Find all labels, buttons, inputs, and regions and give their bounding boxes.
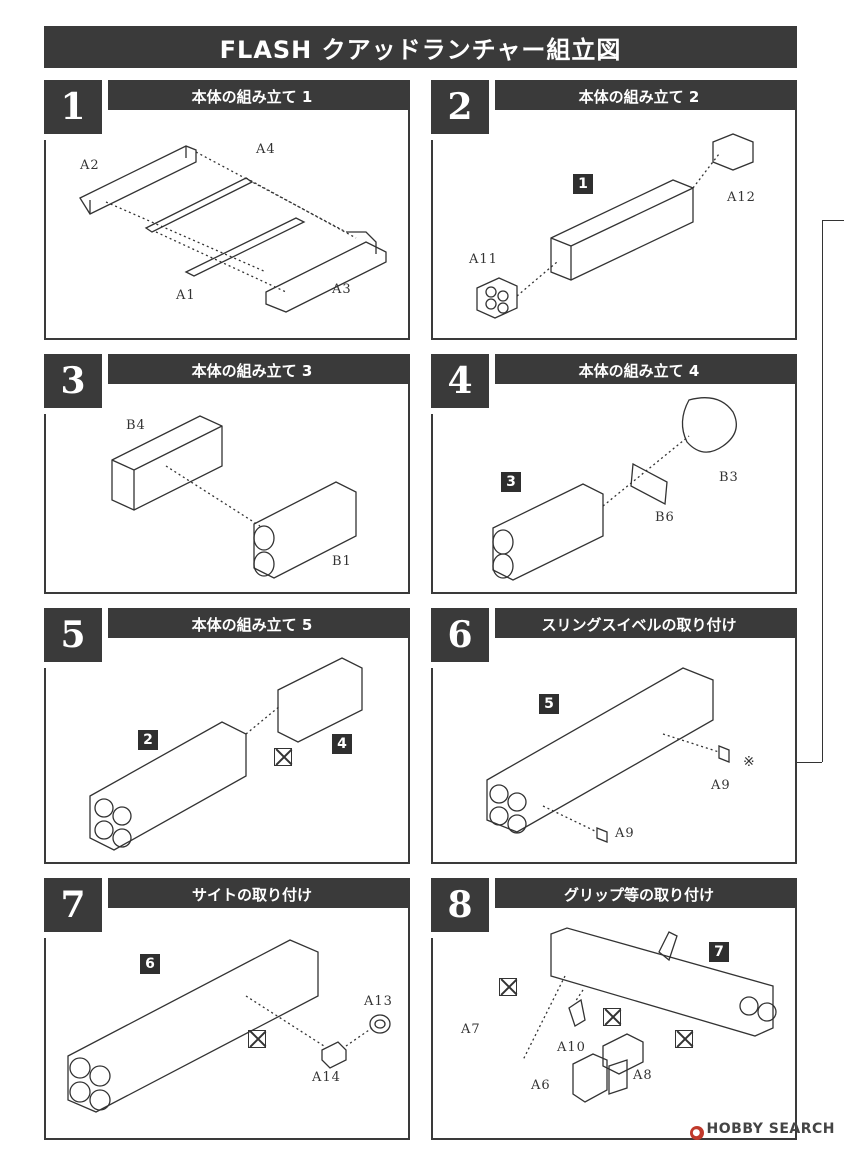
part-label: A12 xyxy=(727,190,756,205)
part-label: A3 xyxy=(332,282,352,297)
step-8-illustration xyxy=(522,927,777,1103)
no-glue-icon xyxy=(675,1030,693,1048)
step-reference-badge: 7 xyxy=(709,942,729,962)
part-label: A8 xyxy=(633,1068,653,1083)
step-5-illustration xyxy=(89,657,363,851)
page-title: FLASH クアッドランチャー組立図 xyxy=(44,26,797,68)
no-glue-icon xyxy=(248,1030,266,1048)
part-label: A14 xyxy=(312,1070,341,1085)
step-number: 6 xyxy=(431,608,495,668)
step-number: 8 xyxy=(431,878,495,938)
no-glue-icon xyxy=(499,978,517,996)
step-panel-7: サイトの取り付け 7 6 A13 A14 xyxy=(44,878,410,1140)
step-reference-badge: 3 xyxy=(501,472,521,492)
part-label: B4 xyxy=(126,418,146,433)
step-number: 3 xyxy=(44,354,108,414)
part-label: A10 xyxy=(557,1040,586,1055)
step-connector-line xyxy=(822,220,823,762)
no-glue-icon xyxy=(603,1008,621,1026)
step-panel-1: 本体の組み立て 1 1 A2 A4 A1 A3 xyxy=(44,80,410,340)
step-panel-8: グリップ等の取り付け 8 7 A7 A10 A6 A8 xyxy=(431,878,797,1140)
step-1-illustration xyxy=(79,145,387,313)
part-label: A9 xyxy=(711,778,731,793)
step-panel-3: 本体の組み立て 3 3 B4 B1 xyxy=(44,354,410,594)
step-panel-5: 本体の組み立て 5 5 2 4 xyxy=(44,608,410,864)
part-label: B1 xyxy=(332,554,352,569)
step-6-illustration xyxy=(486,667,730,843)
part-label: B3 xyxy=(719,470,739,485)
part-label: A11 xyxy=(469,252,498,267)
part-label: A2 xyxy=(80,158,100,173)
step-reference-badge: 1 xyxy=(573,174,593,194)
step-number: 4 xyxy=(431,354,495,414)
step-number: 1 xyxy=(44,80,108,140)
part-label: B6 xyxy=(655,510,675,525)
step-7-illustration xyxy=(67,939,391,1113)
step-3-illustration xyxy=(111,415,357,579)
step-number: 2 xyxy=(431,80,495,140)
watermark-text: HOBBY SEARCH xyxy=(706,1121,835,1137)
watermark: ●HOBBY SEARCH xyxy=(689,1121,835,1140)
part-label: A1 xyxy=(176,288,196,303)
no-glue-icon xyxy=(274,748,292,766)
step-reference-badge: 2 xyxy=(138,730,158,750)
step-panel-4: 本体の組み立て 4 4 3 B3 B6 xyxy=(431,354,797,594)
step-panel-2: 本体の組み立て 2 2 1 A12 A11 xyxy=(431,80,797,340)
step-connector-line-top xyxy=(822,220,844,221)
step-number: 7 xyxy=(44,878,108,938)
hobby-search-logo-icon: ● xyxy=(689,1126,704,1140)
step-reference-badge: 5 xyxy=(539,694,559,714)
step-reference-badge: 4 xyxy=(332,734,352,754)
part-label: A7 xyxy=(461,1022,481,1037)
step-reference-badge: 6 xyxy=(140,954,160,974)
step-number: 5 xyxy=(44,608,108,668)
part-label: A4 xyxy=(256,142,276,157)
part-label: A9 xyxy=(615,826,635,841)
step-2-illustration xyxy=(476,133,754,319)
part-label: A13 xyxy=(364,994,393,1009)
reference-mark: ※ xyxy=(743,754,756,770)
step-4-illustration xyxy=(492,397,737,581)
step-panel-6: スリングスイベルの取り付け 6 5 A9 A9 ※ xyxy=(431,608,797,864)
part-label: A6 xyxy=(531,1078,551,1093)
